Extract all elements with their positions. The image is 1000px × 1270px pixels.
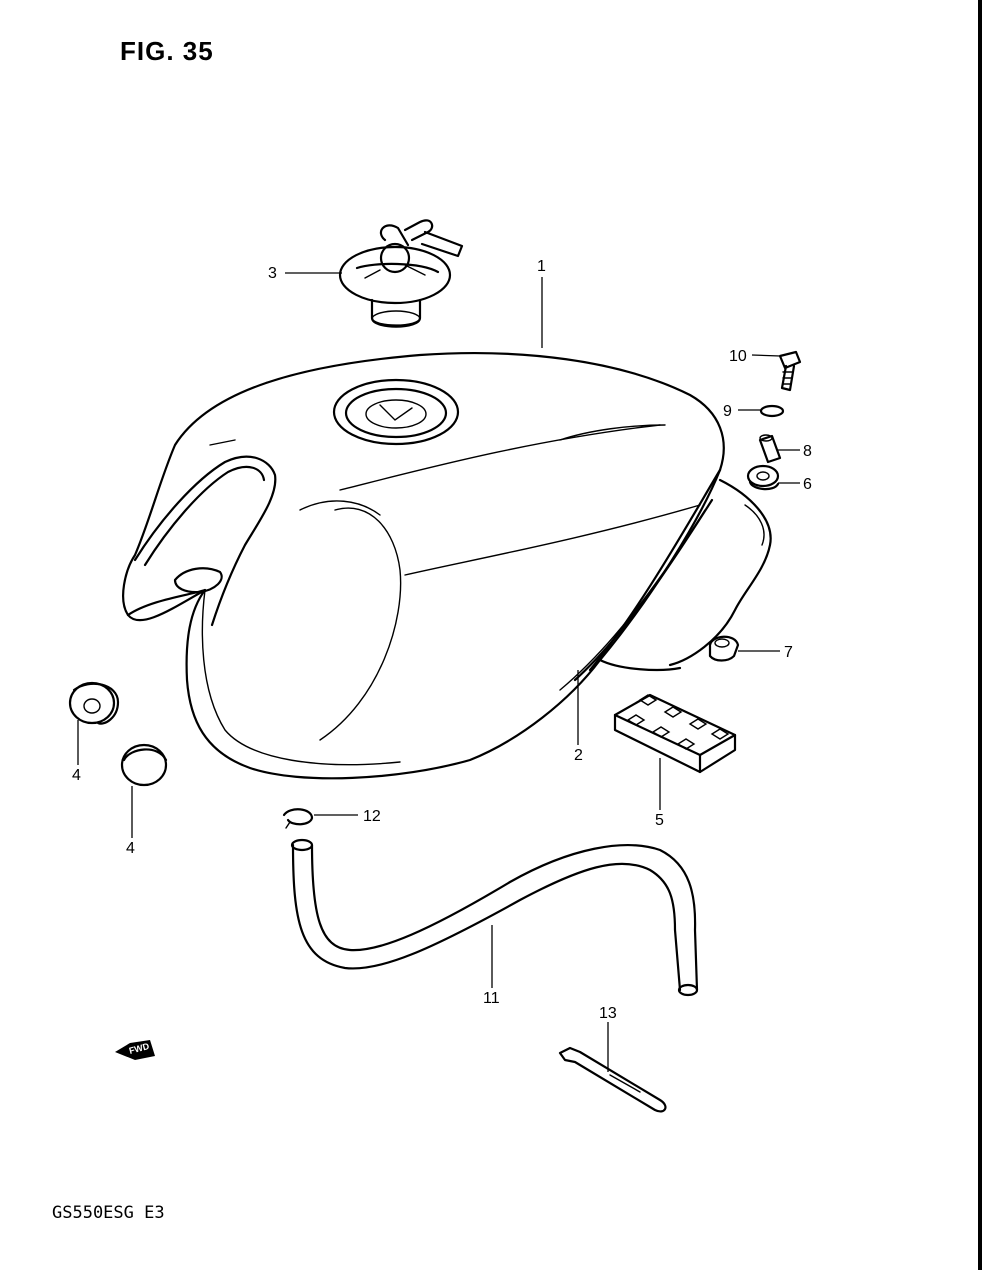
figure-title: FIG. 35: [120, 36, 214, 66]
fuel-cap-with-keys[interactable]: [338, 219, 464, 328]
callout-12: 12: [363, 808, 381, 825]
callout-8: 8: [803, 443, 812, 460]
callout-9: 9: [723, 403, 732, 420]
hose-clamp[interactable]: [282, 808, 314, 829]
callout-4a: 4: [72, 767, 81, 784]
model-code: GS550ESG E3: [52, 1203, 165, 1223]
callout-4b: 4: [126, 840, 135, 857]
cable-tie[interactable]: [558, 1046, 667, 1113]
collar[interactable]: [758, 434, 782, 464]
washer[interactable]: [759, 404, 785, 418]
fuel-hose[interactable]: [290, 838, 699, 997]
callout-7: 7: [784, 644, 793, 661]
grommet-lower[interactable]: [120, 743, 168, 787]
callout-labels: 1 2 3 4 4 5 6 7 8 9 10 11 12 13: [72, 258, 812, 1022]
grommet-upper[interactable]: [68, 681, 120, 725]
rear-cushion[interactable]: [708, 635, 740, 662]
fuel-tank[interactable]: [122, 351, 772, 780]
bolt[interactable]: [778, 350, 802, 392]
callout-2: 2: [574, 747, 583, 764]
cushion[interactable]: [746, 464, 780, 491]
callout-5: 5: [655, 812, 664, 829]
callout-3: 3: [268, 265, 277, 282]
callout-6: 6: [803, 476, 812, 493]
tank-cushion-block[interactable]: [613, 693, 737, 774]
forward-direction-arrow: FWD: [115, 1040, 155, 1060]
callout-10: 10: [729, 348, 747, 365]
callout-13: 13: [599, 1005, 617, 1022]
callout-1: 1: [537, 258, 546, 275]
page-border: [978, 0, 982, 1270]
leader-lines: [77, 272, 800, 1072]
callout-11: 11: [483, 990, 500, 1007]
